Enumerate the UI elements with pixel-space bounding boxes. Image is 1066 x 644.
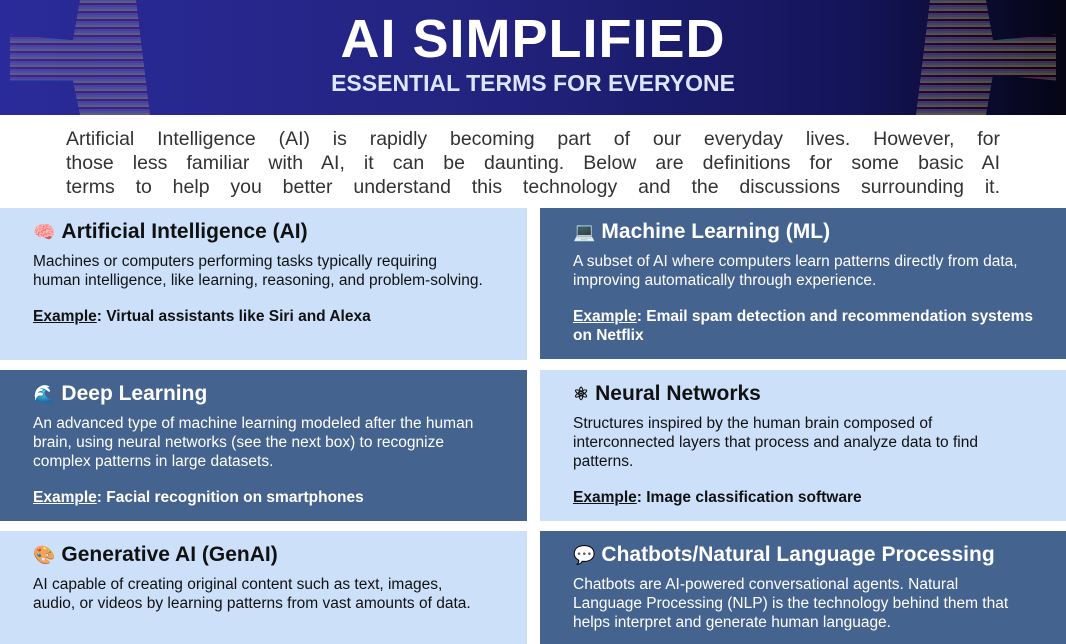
brain-icon: 🧠: [33, 221, 56, 242]
page-subtitle: ESSENTIAL TERMS FOR EVERYONE: [331, 70, 735, 96]
term-definition: Machines or computers performing tasks t…: [33, 253, 483, 289]
header-banner: AI SIMPLIFIED ESSENTIAL TERMS FOR EVERYO…: [0, 0, 1066, 115]
palette-icon: 🎨: [33, 544, 56, 565]
term-title: Chatbots/Natural Language Processing: [601, 543, 995, 566]
term-example: Example: Image classification software: [573, 489, 862, 506]
intro-line: Artificial Intelligence (AI) is rapidly …: [66, 128, 1000, 150]
term-example: Example: Email spam detection and recomm…: [573, 308, 1033, 344]
term-example: Example: Virtual assistants like Siri an…: [33, 308, 371, 325]
term-title: Artificial Intelligence (AI): [61, 220, 308, 243]
term-card-neural-networks: ⚛Neural Networks Structures inspired by …: [540, 370, 1066, 521]
term-example: Example: Facial recognition on smartphon…: [33, 489, 364, 506]
term-title: Generative AI (GenAI): [61, 543, 278, 566]
term-definition: An advanced type of machine learning mod…: [33, 415, 474, 470]
page-title: AI SIMPLIFIED: [340, 9, 726, 69]
term-definition: AI capable of creating original content …: [33, 576, 471, 612]
term-card-genai: 🎨Generative AI (GenAI) AI capable of cre…: [0, 531, 527, 644]
term-title: Neural Networks: [595, 382, 761, 405]
speech-bubble-icon: 💬: [573, 544, 596, 565]
network-icon: ⚛: [573, 383, 590, 404]
term-card-ml: 💻Machine Learning (ML) A subset of AI wh…: [540, 208, 1066, 359]
intro-line: those less familiar with AI, it can be d…: [66, 152, 1000, 174]
intro-line: terms to help you better understand this…: [66, 176, 1000, 198]
wave-icon: 🌊: [33, 383, 56, 404]
term-definition: A subset of AI where computers learn pat…: [573, 253, 1018, 289]
computer-icon: 💻: [573, 221, 596, 242]
term-title: Machine Learning (ML): [601, 220, 831, 243]
term-definition: Structures inspired by the human brain c…: [573, 415, 978, 470]
term-title: Deep Learning: [61, 382, 208, 405]
intro-paragraph: Artificial Intelligence (AI) is rapidly …: [66, 127, 1000, 199]
term-card-deep-learning: 🌊Deep Learning An advanced type of machi…: [0, 370, 527, 521]
term-card-chatbots-nlp: 💬Chatbots/Natural Language Processing Ch…: [540, 531, 1066, 644]
term-card-ai: 🧠Artificial Intelligence (AI) Machines o…: [0, 208, 527, 360]
term-definition: Chatbots are AI-powered conversational a…: [573, 576, 1009, 631]
